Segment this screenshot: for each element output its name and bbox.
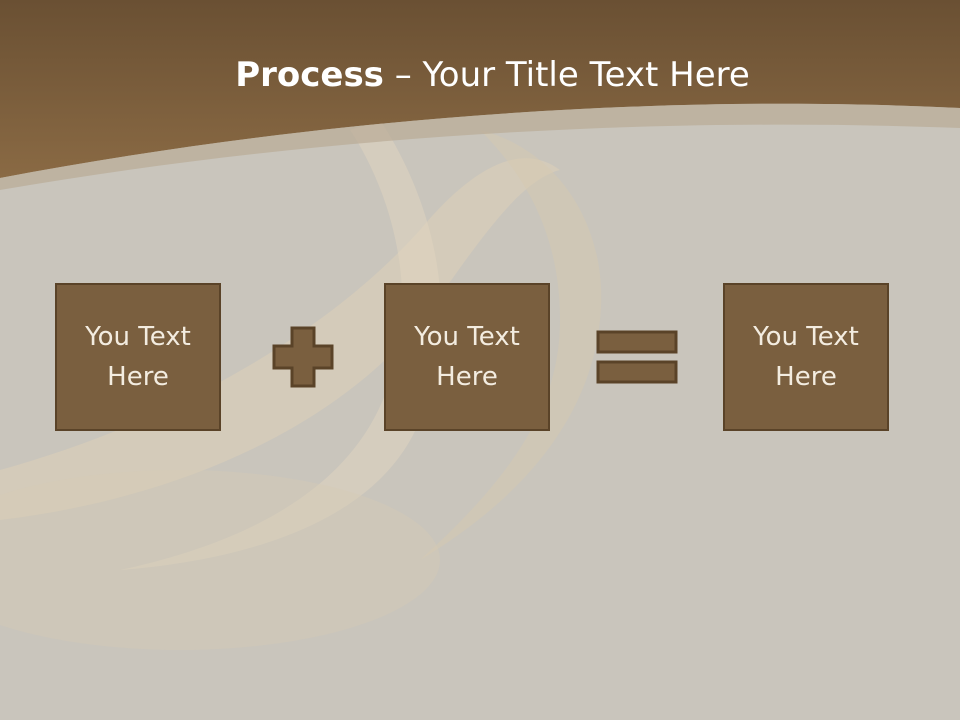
slide-title: Process – Your Title Text Here bbox=[0, 50, 960, 100]
header-band bbox=[0, 0, 960, 190]
process-box-2-label: You Text Here bbox=[414, 322, 520, 392]
process-box-1-label: You Text Here bbox=[85, 322, 191, 392]
title-bold: Process bbox=[235, 55, 384, 95]
process-box-3-label: You Text Here bbox=[753, 322, 859, 392]
title-rest: – Your Title Text Here bbox=[383, 55, 750, 95]
plus-icon bbox=[272, 326, 334, 388]
equals-icon bbox=[596, 330, 678, 384]
process-box-3[interactable]: You Text Here bbox=[723, 283, 889, 431]
process-box-1[interactable]: You Text Here bbox=[55, 283, 221, 431]
process-box-2[interactable]: You Text Here bbox=[384, 283, 550, 431]
